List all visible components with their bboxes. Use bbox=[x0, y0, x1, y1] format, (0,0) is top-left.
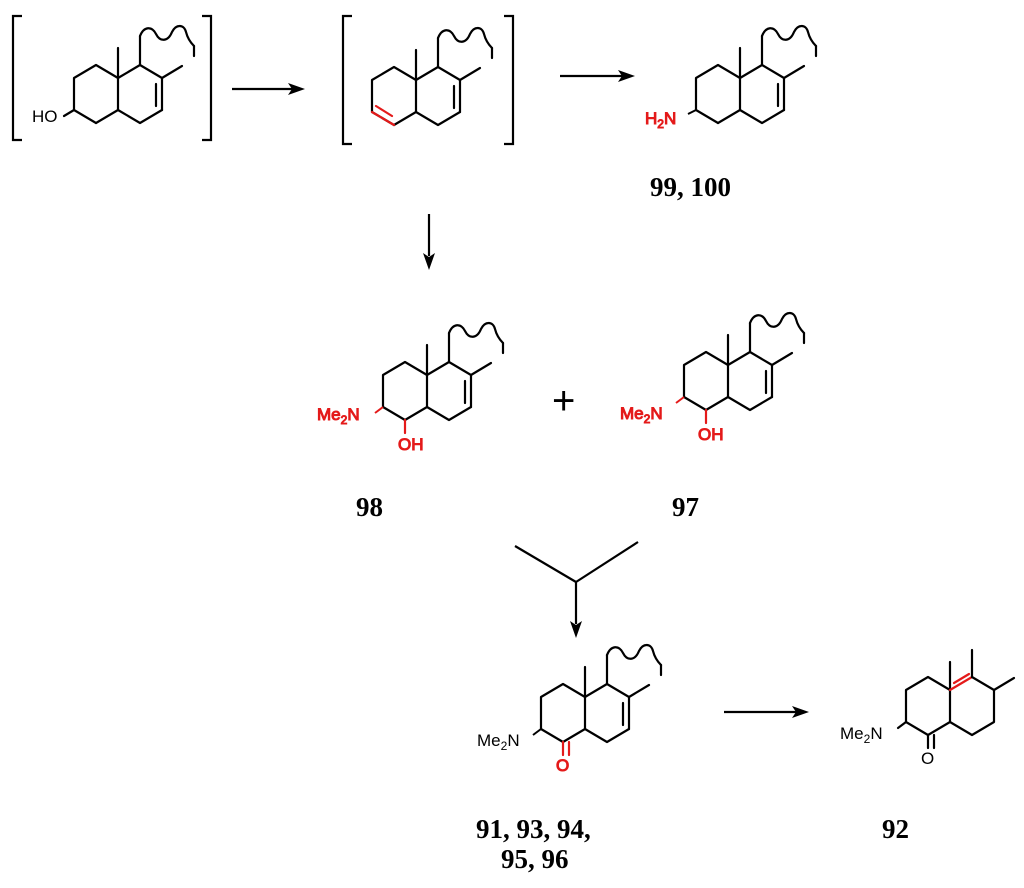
bracket-left bbox=[11, 14, 22, 142]
label-compound-97: 97 bbox=[672, 492, 699, 522]
molecule-98: Me2N OH 98 bbox=[317, 321, 505, 522]
bracket-right bbox=[202, 14, 213, 142]
plus-sign: + bbox=[552, 379, 575, 423]
molecule-diene bbox=[341, 14, 515, 146]
atom-ho: HO bbox=[32, 107, 58, 126]
molecule-97: Me2N OH 97 bbox=[620, 311, 806, 522]
arrow-converging bbox=[514, 541, 639, 638]
atom-me2n: Me2N bbox=[840, 724, 883, 746]
atom-me2n: Me2N bbox=[477, 731, 520, 753]
atom-me2n: Me2N bbox=[620, 404, 663, 426]
atom-o: O bbox=[556, 756, 569, 775]
bracket-left bbox=[341, 14, 352, 146]
label-compound-98: 98 bbox=[356, 492, 383, 522]
atom-oh: OH bbox=[698, 425, 724, 444]
label-compound-99-100: 99, 100 bbox=[650, 172, 731, 202]
arrow-right-1 bbox=[232, 83, 305, 95]
label-compounds-95-96: 95, 96 bbox=[501, 844, 569, 874]
bracket-right bbox=[504, 14, 515, 146]
atom-o: O bbox=[921, 749, 934, 768]
molecule-amine: H2N 99, 100 bbox=[645, 24, 818, 202]
molecule-alcohol: HO bbox=[11, 14, 213, 142]
atom-h2n: H2N bbox=[645, 109, 676, 131]
arrow-down-1 bbox=[423, 214, 435, 270]
atom-me2n: Me2N bbox=[317, 405, 360, 427]
arrow-right-3 bbox=[724, 706, 809, 718]
arrow-right-2 bbox=[560, 70, 635, 82]
molecule-92: Me2N O 92 bbox=[840, 648, 1016, 844]
label-compounds-91-93-94: 91, 93, 94, bbox=[476, 814, 591, 844]
label-compound-92: 92 bbox=[882, 814, 909, 844]
atom-oh: OH bbox=[398, 435, 424, 454]
molecule-ketone: Me2N O 91, 93, 94, 95, 96 bbox=[476, 643, 663, 874]
